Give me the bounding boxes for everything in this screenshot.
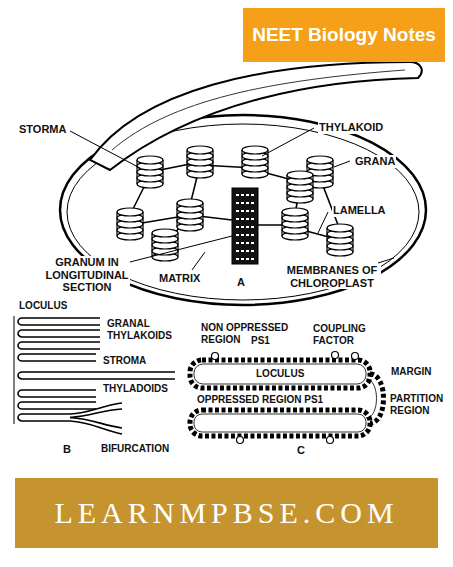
part-label: LOCULUS [255, 368, 305, 380]
part-label: MARGIN [390, 366, 433, 378]
banner-text: LEARNMPBSE.COM [54, 496, 398, 530]
thylakoid-membrane [190, 360, 384, 436]
part-label: STROMA [102, 355, 147, 367]
part-label: GRANUM IN LONGITUDINAL SECTION [44, 256, 130, 294]
granum-section [232, 188, 258, 264]
part-label: GRANAL THYLAKOIDS [106, 318, 180, 341]
part-label: BIFURCATION [100, 443, 170, 455]
part-label: MEMBRANES OF CHLOROPLAST [283, 264, 381, 289]
part-label: GRANA [354, 155, 396, 168]
leader-lines [70, 128, 394, 270]
site-banner: LEARNMPBSE.COM [15, 478, 438, 548]
part-label: A [236, 276, 246, 289]
part-label: PS1 [250, 335, 271, 347]
part-label: C [296, 444, 306, 457]
part-label: COUPLING FACTOR [312, 323, 376, 346]
part-label: NON OPPRESSED REGION [200, 322, 294, 345]
title-banner: NEET Biology Notes [243, 8, 445, 62]
part-label: LOCULUS [18, 300, 68, 312]
part-label: THYLAKOID [318, 121, 384, 134]
part-label: THYLADOIDS [102, 383, 169, 395]
part-label: LAMELLA [332, 204, 387, 217]
part-label: B [62, 443, 72, 456]
banner-text: NEET Biology Notes [252, 24, 436, 46]
part-label: PARTITION REGION [389, 393, 449, 416]
part-label: STORMA [18, 123, 67, 136]
part-label: OPPRESSED REGION PS1 [196, 394, 324, 406]
part-label: MATRIX [158, 272, 201, 285]
